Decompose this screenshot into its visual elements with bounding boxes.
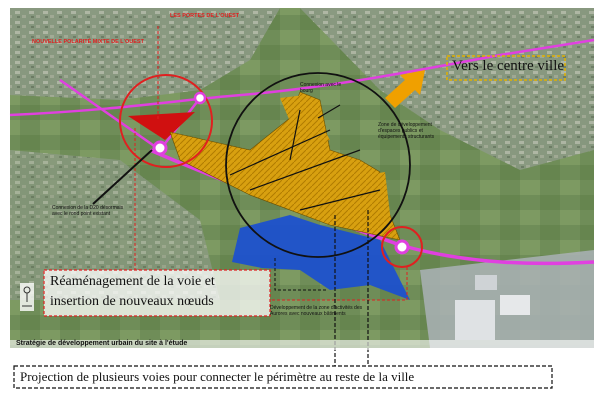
label-reamenagement-2: insertion de nouveaux nœuds (50, 294, 214, 309)
zone-red (128, 112, 195, 140)
box-reamenagement (43, 269, 271, 317)
industrial-building (500, 295, 530, 315)
industrial-building (455, 300, 495, 340)
label-strategie: Stratégie de développement urbain du sit… (16, 340, 188, 347)
urban-area-southwest (10, 150, 220, 300)
road-north (9, 38, 595, 117)
label-projection: Projection de plusieurs voies pour conne… (20, 369, 415, 384)
roundabout-west (152, 140, 168, 156)
urban-area-northwest (10, 8, 280, 100)
leader-red-right (270, 267, 408, 301)
label-developpement-bas: Développement de la zone d'activités des… (270, 305, 363, 317)
label-zone-voie: Zone de développement d'espaces publics … (378, 122, 435, 140)
circle-black-center (225, 72, 411, 258)
location-pin-icon (22, 286, 32, 307)
industrial-building (475, 275, 497, 290)
arrow-d20 (92, 149, 153, 205)
zone-orange-east (335, 172, 392, 230)
arrow-connect (229, 129, 331, 176)
circle-red-west (119, 74, 213, 168)
zone-orange-north (280, 95, 330, 145)
arrow-to-centre (385, 70, 425, 108)
label-connexion-bourg: Connexion avec le bourg (300, 82, 342, 94)
label-reamenagement-1: Réaménagement de la voie et (50, 274, 215, 289)
arrow-connect (317, 104, 341, 119)
label-connexion-d20: Connexion de la D20 désormais avec le ro… (52, 205, 124, 217)
box-projection (13, 365, 553, 389)
urban-area-northeast (300, 8, 594, 170)
label-nouvelle-polarite: NOUVELLE POLARITÉ MIXTE DE L'OUEST (32, 39, 144, 45)
roundabout-east (394, 239, 410, 255)
box-vers-centre (446, 55, 566, 81)
arrow-connect (249, 149, 361, 191)
leader-black-3 (274, 258, 328, 291)
roundabout-north (193, 91, 207, 105)
label-vers-centre: Vers le centre ville (452, 58, 565, 74)
arrow-connect (299, 189, 381, 211)
circle-red-east (381, 226, 423, 268)
label-portes-ouest: LES PORTES DE L'OUEST (170, 13, 240, 19)
caption-band (10, 340, 594, 350)
arrow-connect (289, 109, 301, 161)
